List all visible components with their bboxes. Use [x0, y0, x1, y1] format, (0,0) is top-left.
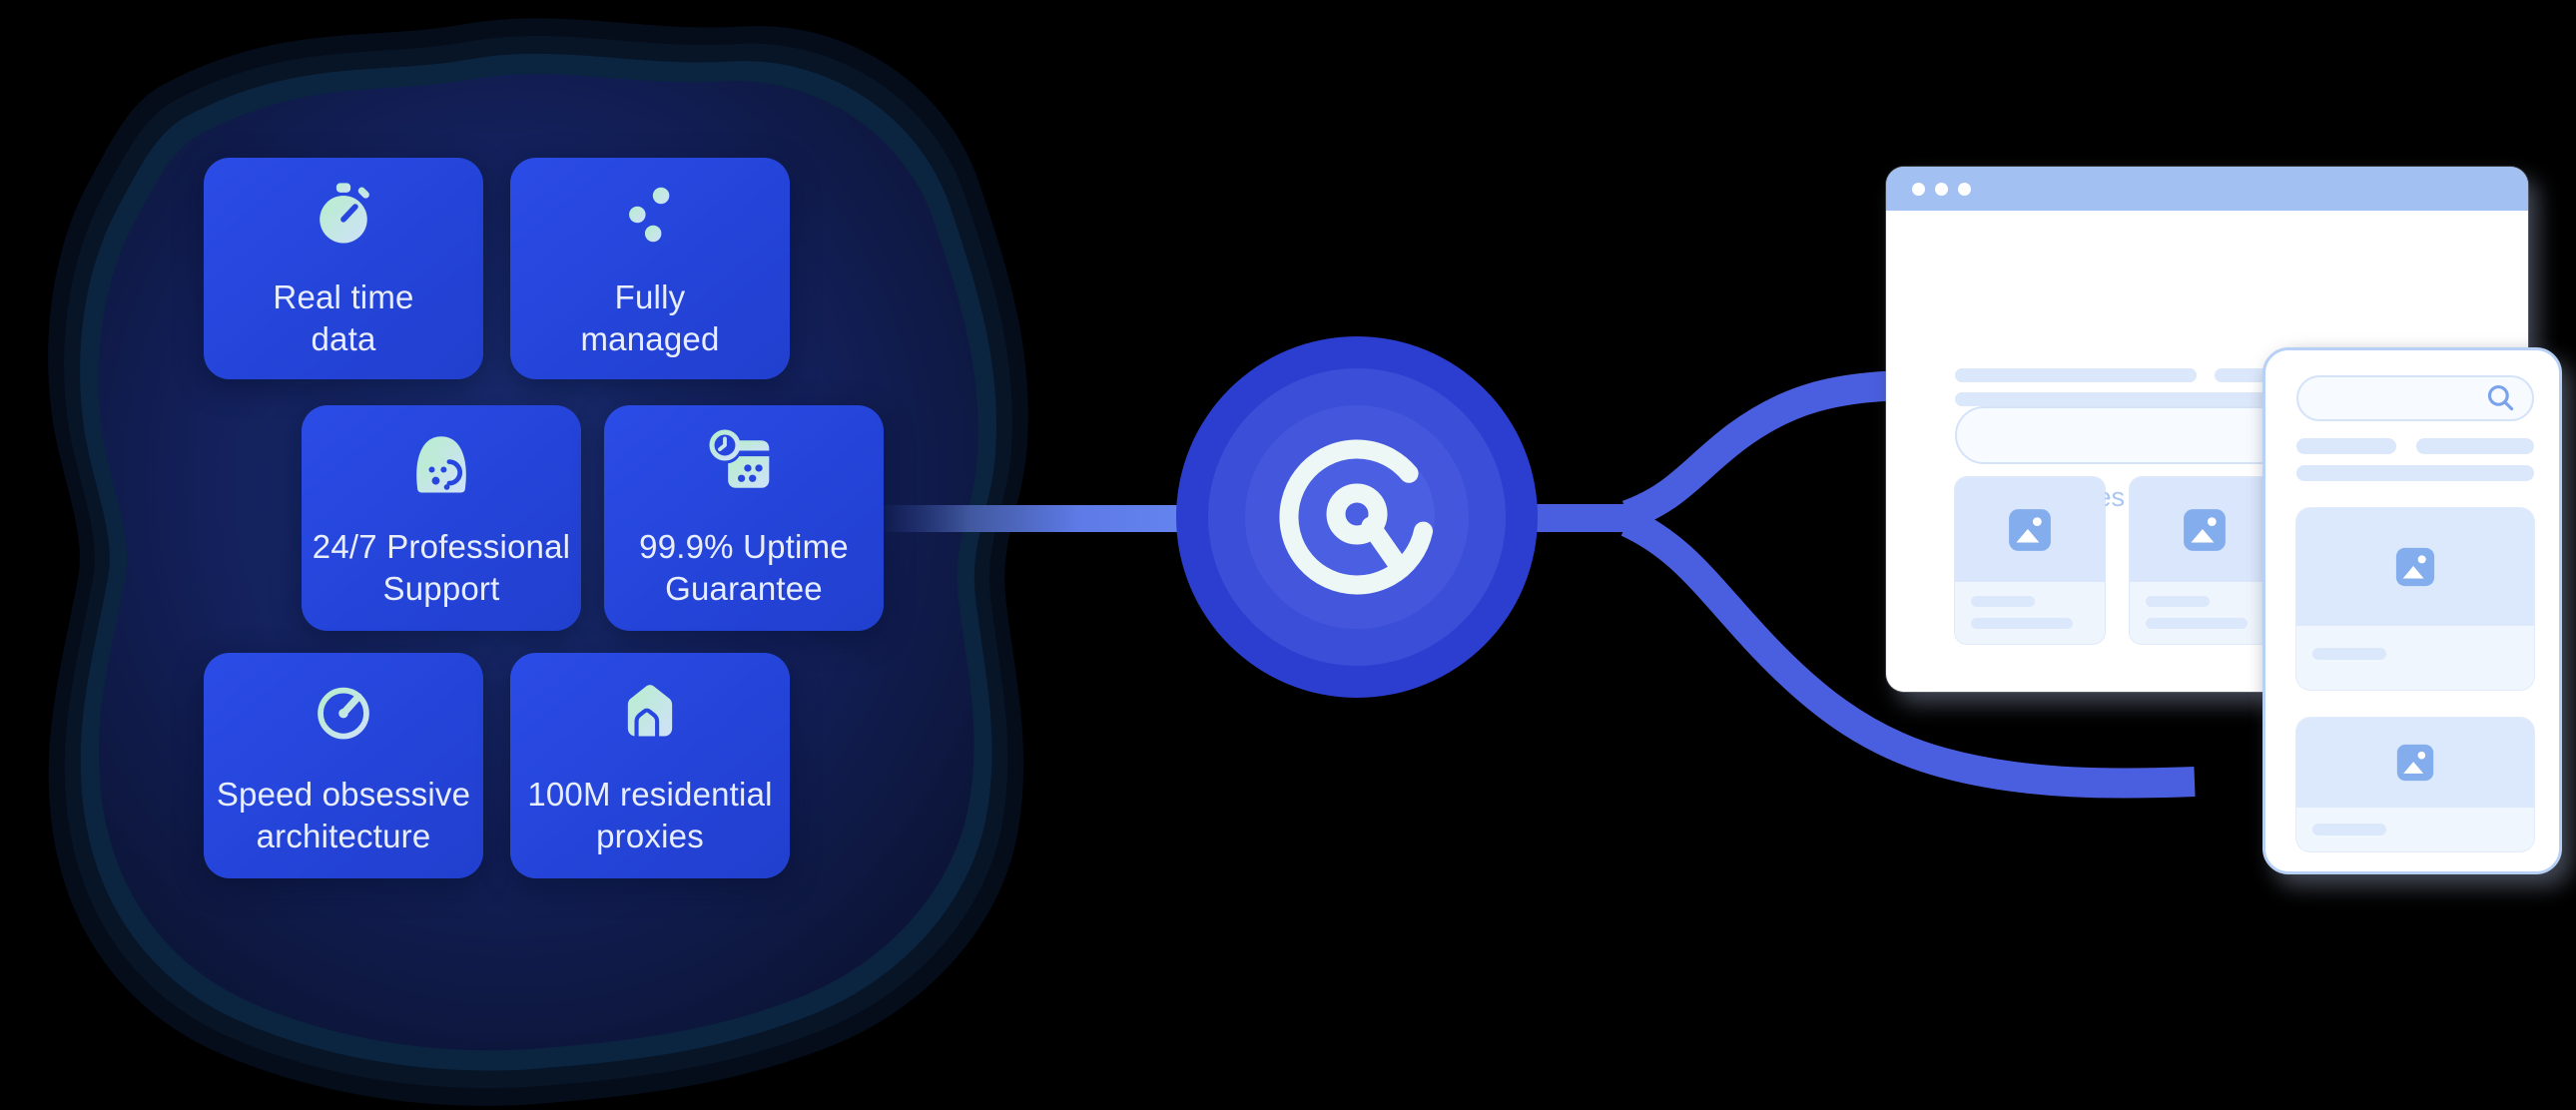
image-placeholder	[1955, 477, 2105, 582]
result-caption-area	[1955, 582, 2105, 644]
window-dot[interactable]	[1935, 182, 1948, 196]
window-dot[interactable]	[1958, 182, 1971, 196]
photo-icon	[2184, 508, 2226, 551]
image-result-card[interactable]	[2296, 508, 2534, 690]
image-placeholder	[2296, 508, 2534, 626]
result-skeleton-line	[1955, 392, 2306, 406]
result-skeleton-line	[1955, 368, 2197, 382]
mobile-search-input[interactable]	[2296, 375, 2534, 421]
window-dot[interactable]	[1912, 182, 1925, 196]
result-caption-area	[2130, 582, 2279, 644]
image-result-card[interactable]	[2296, 718, 2534, 851]
search-magnifier-logo	[1279, 439, 1433, 595]
result-skeleton-line	[2296, 465, 2534, 481]
calendar-clock-icon	[709, 429, 770, 488]
image-placeholder	[2296, 718, 2534, 808]
photo-icon	[2395, 547, 2435, 587]
result-caption-area	[2296, 808, 2534, 851]
stopwatch-icon	[320, 183, 369, 244]
speedometer-icon	[318, 687, 369, 740]
sliders-icon	[620, 187, 680, 243]
result-skeleton-line	[2416, 438, 2534, 454]
photo-icon	[2396, 744, 2434, 782]
search-service-hub	[1176, 336, 1538, 698]
result-caption-area	[2296, 626, 2534, 690]
photo-icon	[2009, 508, 2051, 551]
image-result-card[interactable]	[2130, 477, 2279, 644]
house-icon	[627, 685, 673, 737]
search-icon	[2487, 384, 2514, 411]
support-agent-icon	[416, 436, 466, 493]
result-skeleton-line	[2296, 438, 2396, 454]
mobile-browser-window	[2262, 347, 2562, 874]
image-placeholder	[2130, 477, 2279, 582]
image-result-card[interactable]	[1955, 477, 2105, 644]
browser-titlebar	[1886, 167, 2528, 211]
